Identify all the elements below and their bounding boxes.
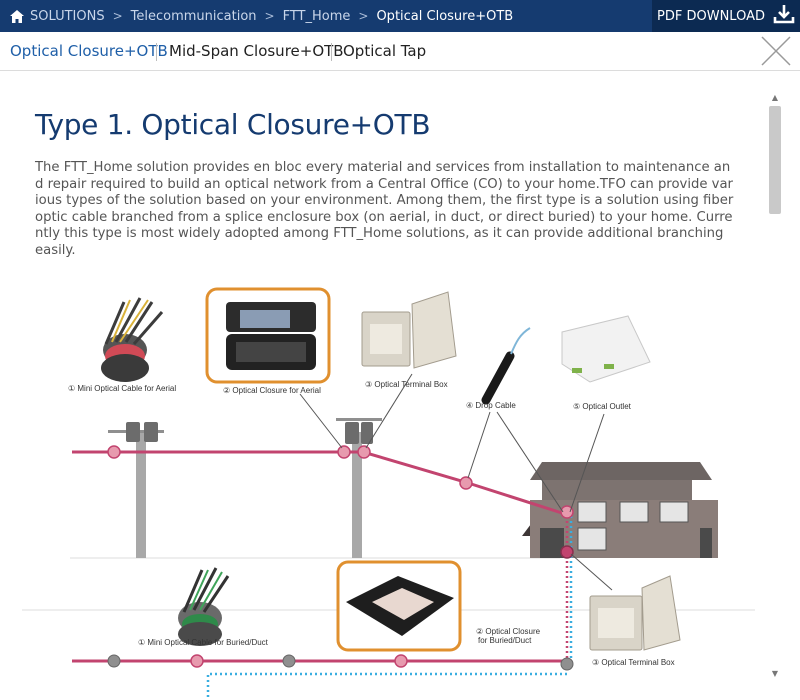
scroll-down-icon[interactable]: ▼ (771, 669, 779, 678)
main-content: Type 1. Optical Closure+OTB The FTT_Home… (0, 72, 765, 700)
label-cable-aerial: ① Mini Optical Cable for Aerial (68, 384, 176, 393)
tab-mid-span-closure-otb[interactable]: Mid-Span Closure+OTB (169, 42, 344, 60)
cable-node (337, 445, 351, 459)
vertical-scrollbar[interactable]: ▲ ▼ (766, 90, 784, 682)
cable-node (107, 654, 121, 668)
cable-node (560, 657, 574, 671)
label-outlet: ⑤ Optical Outlet (573, 402, 632, 411)
breadcrumb: SOLUTIONS > Telecommunication > FTT_Home… (10, 0, 513, 32)
utility-pole-middle (336, 418, 382, 558)
tab-bar: Optical Closure+OTB Mid-Span Closure+OTB… (0, 32, 800, 71)
page-description: The FTT_Home solution provides en bloc e… (35, 160, 734, 258)
pdf-download-label: PDF DOWNLOAD (657, 8, 765, 24)
chevron-right-icon: > (264, 9, 275, 23)
pdf-download-button[interactable]: PDF DOWNLOAD (652, 0, 800, 32)
chevron-right-icon: > (112, 9, 123, 23)
download-icon (773, 4, 795, 28)
leader-lines (299, 373, 613, 591)
breadcrumb-item-solutions[interactable]: SOLUTIONS (30, 8, 105, 24)
label-drop-cable: ④ Drop Cable (466, 401, 516, 410)
breadcrumb-item-telecommunication[interactable]: Telecommunication (130, 8, 257, 24)
network-diagram: ① Mini Optical Cable for Aerial ② Optica… (22, 287, 755, 700)
label-closure-aerial: ② Optical Closure for Aerial (223, 386, 321, 395)
tab-divider (156, 43, 157, 61)
top-bar: SOLUTIONS > Telecommunication > FTT_Home… (0, 0, 800, 32)
scrollbar-thumb[interactable] (769, 106, 781, 214)
home-icon[interactable] (10, 9, 24, 23)
tab-optical-tap[interactable]: Optical Tap (343, 42, 427, 60)
mini-optical-cable-buried-image (178, 567, 230, 646)
label-cable-buried: ① Mini Optical Cable for Buried/Duct (138, 638, 269, 647)
label-closure-buried-2: for Buried/Duct (478, 636, 532, 645)
mini-optical-cable-aerial-image (101, 297, 164, 382)
breadcrumb-current: Optical Closure+OTB (376, 8, 514, 24)
optical-outlet-image (561, 315, 651, 383)
optical-closure-buried-image (346, 576, 454, 636)
optical-closure-aerial-image (226, 302, 316, 370)
cable-node (560, 505, 574, 519)
utility-pole-left (108, 422, 164, 558)
cable-node (190, 654, 204, 668)
tab-divider (331, 43, 332, 61)
cable-node (394, 654, 408, 668)
page-title: Type 1. Optical Closure+OTB (35, 108, 431, 141)
optical-terminal-box-top-image (361, 291, 457, 369)
cable-node (459, 476, 473, 490)
label-terminal-box-top: ③ Optical Terminal Box (365, 380, 448, 389)
scroll-up-icon[interactable]: ▲ (771, 93, 779, 102)
drop-cable-image (481, 327, 531, 405)
label-terminal-box-bottom: ③ Optical Terminal Box (592, 658, 675, 667)
close-icon[interactable] (760, 35, 792, 67)
label-closure-buried-1: ② Optical Closure (476, 627, 541, 636)
chevron-right-icon: > (358, 9, 369, 23)
buried-fiber-line (206, 672, 567, 700)
cable-node (282, 654, 296, 668)
cable-node (107, 445, 121, 459)
cable-node (357, 445, 371, 459)
tab-optical-closure-otb[interactable]: Optical Closure+OTB (10, 42, 168, 60)
optical-terminal-box-bottom-image (589, 575, 681, 651)
breadcrumb-item-ftt-home[interactable]: FTT_Home (282, 8, 351, 24)
cable-node (560, 545, 574, 559)
